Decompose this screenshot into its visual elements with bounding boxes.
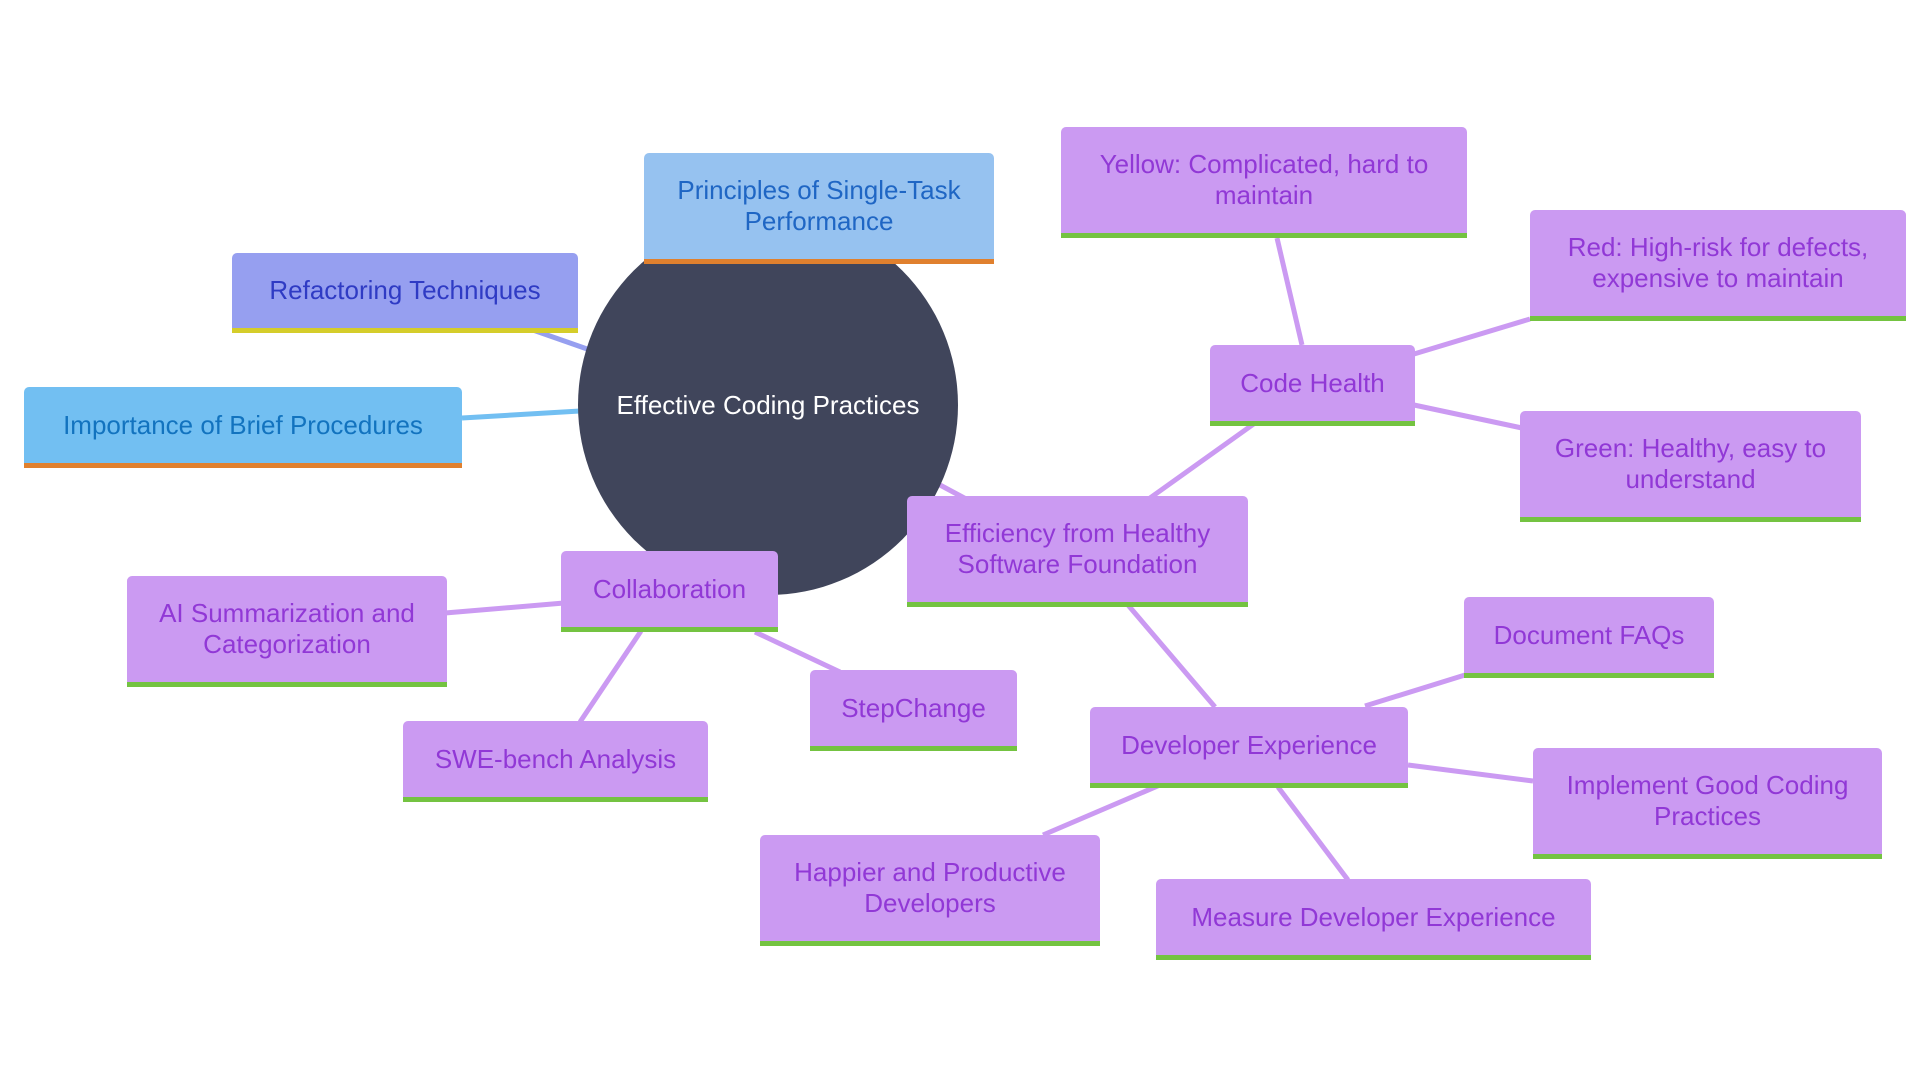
center-node-effective-coding-practices[interactable]: Effective Coding Practices [578,215,958,595]
node-document-faqs[interactable]: Document FAQs [1464,597,1714,678]
node-measure-developer-experience[interactable]: Measure Developer Experience [1156,879,1591,960]
node-stepchange[interactable]: StepChange [810,670,1017,751]
edge-dx-happier [1042,782,1161,838]
node-label: Efficiency from Healthy Software Foundat… [944,518,1211,579]
edge-collaboration-stepchange [753,629,842,675]
edge-codehealth-green [1413,402,1523,431]
node-label: Yellow: Complicated, hard to maintain [1099,149,1429,210]
node-label: StepChange [841,692,986,723]
node-developer-experience[interactable]: Developer Experience [1090,707,1408,788]
node-label: Importance of Brief Procedures [63,409,423,440]
node-swe-bench-analysis[interactable]: SWE-bench Analysis [403,721,708,802]
edge-collaboration-ai [444,600,565,616]
node-label: Principles of Single-Task Performance [677,175,961,236]
node-importance-brief-procedures[interactable]: Importance of Brief Procedures [24,387,462,468]
edge-dx-implement [1407,762,1534,784]
node-label: Refactoring Techniques [269,275,541,305]
node-label: Measure Developer Experience [1191,901,1556,932]
node-label: Green: Healthy, easy to understand [1554,433,1827,494]
node-implement-good-practices[interactable]: Implement Good Coding Practices [1533,748,1882,859]
node-label: SWE-bench Analysis [434,743,677,774]
node-yellow-complicated[interactable]: Yellow: Complicated, hard to maintain [1061,127,1467,238]
node-label: Red: High-risk for defects, expensive to… [1567,232,1869,293]
edge-center-brief-procedures [461,408,581,421]
edge-collaboration-swe [577,629,644,724]
edge-dx-measure [1276,785,1350,882]
node-label: Happier and Productive Developers [794,857,1066,918]
node-efficiency-healthy-foundation[interactable]: Efficiency from Healthy Software Foundat… [907,496,1248,607]
node-label: Developer Experience [1121,729,1377,760]
node-happier-productive-developers[interactable]: Happier and Productive Developers [760,835,1100,946]
node-principles-single-task[interactable]: Principles of Single-Task Performance [644,153,994,264]
node-label: AI Summarization and Categorization [159,598,415,659]
node-collaboration[interactable]: Collaboration [561,551,778,632]
node-label: Document FAQs [1493,619,1685,650]
node-red-high-risk[interactable]: Red: High-risk for defects, expensive to… [1530,210,1906,321]
node-label: Code Health [1240,367,1385,398]
center-node-label: Effective Coding Practices [616,389,920,420]
node-code-health[interactable]: Code Health [1210,345,1415,426]
edge-efficiency-dx [1126,603,1217,709]
node-label: Collaboration [592,573,747,604]
node-label: Implement Good Coding Practices [1566,770,1849,831]
edge-codehealth-red [1413,316,1531,357]
node-refactoring-techniques[interactable]: Refactoring Techniques [232,253,578,333]
edge-efficiency-codehealth [1148,420,1257,501]
edge-codehealth-yellow [1274,237,1305,346]
node-green-healthy[interactable]: Green: Healthy, easy to understand [1520,411,1861,522]
node-ai-summarization[interactable]: AI Summarization and Categorization [127,576,447,687]
edge-dx-faqs [1364,672,1466,709]
